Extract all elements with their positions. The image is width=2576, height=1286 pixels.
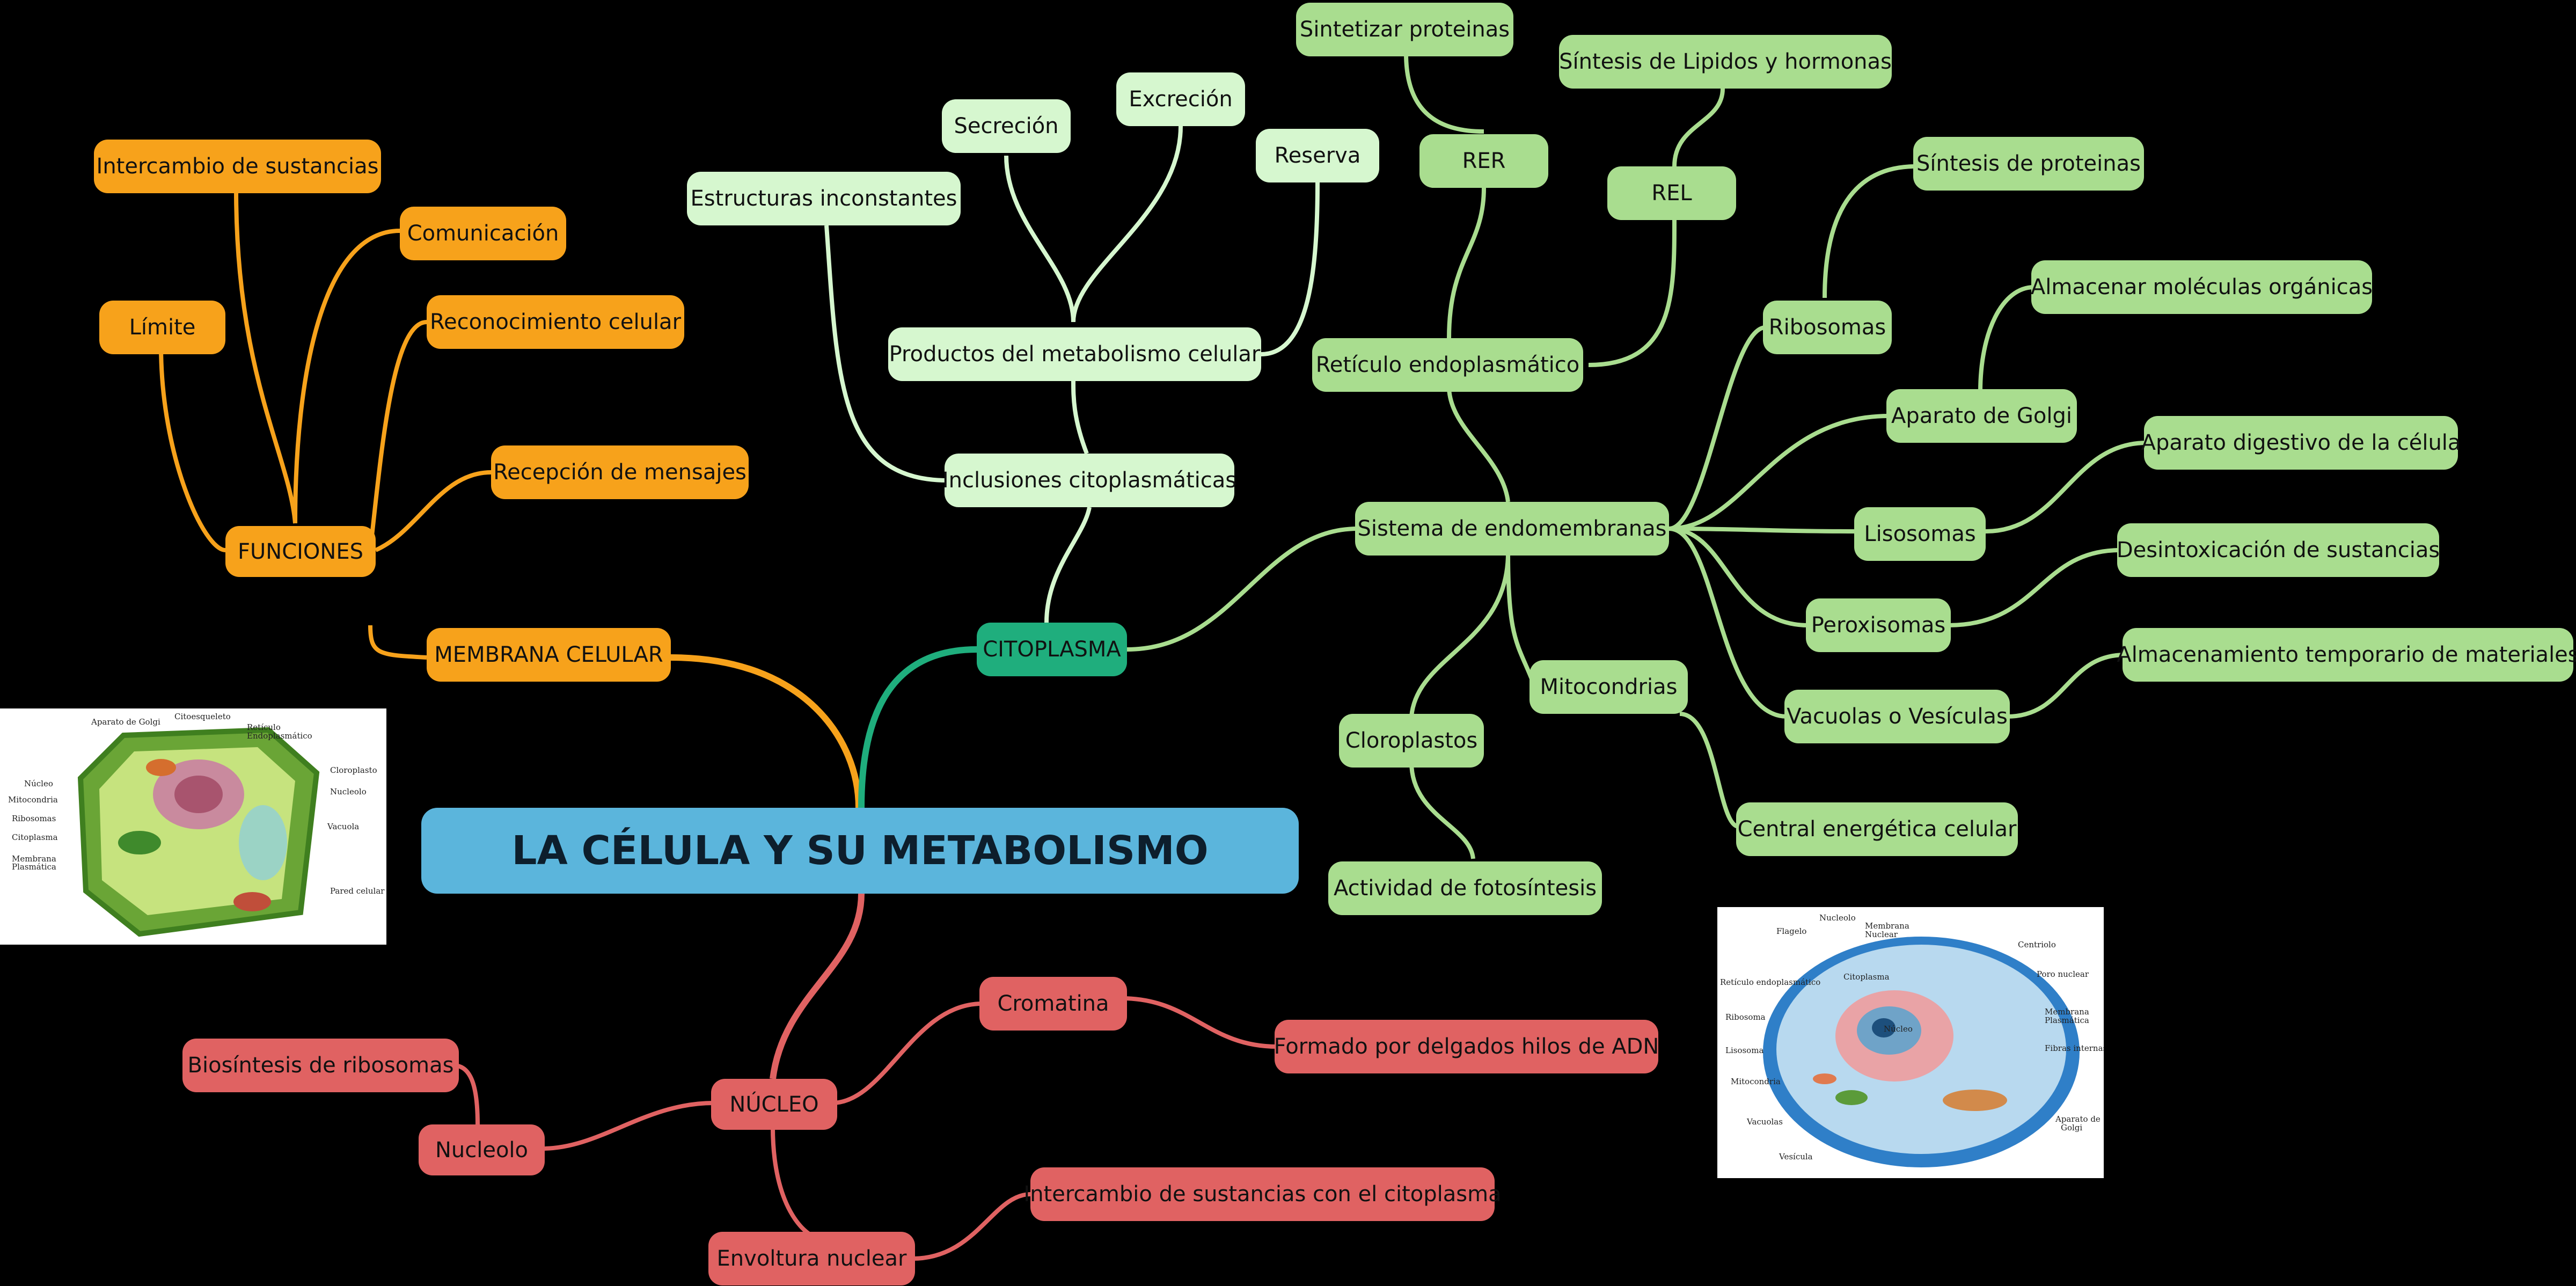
node-comunicacion[interactable]: Comunicación (400, 207, 566, 260)
node-almacenar-moleculas[interactable]: Almacenar moléculas orgánicas (2031, 260, 2373, 314)
svg-text:Retículo: Retículo (247, 722, 281, 732)
node-sintesis-proteinas[interactable]: Síntesis de proteinas (1913, 137, 2144, 191)
svg-text:Ribosoma: Ribosoma (1725, 1012, 1766, 1022)
node-limite[interactable]: Límite (99, 301, 225, 354)
node-peroxisomas[interactable]: Peroxisomas (1806, 598, 1951, 652)
node-intercambio-citoplasma[interactable]: Intercambio de sustancias con el citopla… (1023, 1167, 1502, 1221)
node-rel[interactable]: REL (1607, 166, 1736, 220)
node-envoltura-nuclear[interactable]: Envoltura nuclear (708, 1232, 915, 1285)
svg-text:Fibras internas: Fibras internas (2045, 1043, 2104, 1053)
svg-text:Nuclear: Nuclear (1865, 930, 1898, 939)
svg-text:Vacuola: Vacuola (327, 822, 359, 831)
node-secrecion[interactable]: Secreción (942, 99, 1071, 153)
svg-text:Plasmática: Plasmática (12, 862, 56, 872)
svg-text:Aparato de: Aparato de (2055, 1114, 2101, 1124)
connector-nucleo (770, 893, 865, 1079)
svg-text:Retículo endoplasmático: Retículo endoplasmático (1720, 977, 1820, 987)
svg-text:Flagelo: Flagelo (1776, 926, 1806, 936)
svg-text:Vacuolas: Vacuolas (1746, 1117, 1783, 1127)
node-almacenamiento-temporario[interactable]: Almacenamiento temporario de materiales (2117, 628, 2576, 682)
node-aparato-golgi[interactable]: Aparato de Golgi (1886, 389, 2077, 443)
node-formado-hilos-adn[interactable]: Formado por delgados hilos de ADN (1274, 1020, 1659, 1073)
svg-text:Golgi: Golgi (2061, 1123, 2082, 1132)
node-ribosomas[interactable]: Ribosomas (1763, 301, 1892, 354)
node-aparato-digestivo[interactable]: Aparato digestivo de la célula (2141, 416, 2461, 470)
node-actividad-fotosintesis[interactable]: Actividad de fotosíntesis (1328, 861, 1602, 915)
svg-text:Membrana: Membrana (12, 854, 56, 864)
svg-text:Citoesqueleto: Citoesqueleto (174, 712, 231, 721)
svg-text:Membrana: Membrana (1865, 921, 1909, 931)
node-intercambio-sustancias[interactable]: Intercambio de sustancias (94, 140, 381, 193)
svg-text:Poro nuclear: Poro nuclear (2037, 969, 2089, 979)
node-biosintesis-ribosomas[interactable]: Biosíntesis de ribosomas (182, 1039, 459, 1092)
svg-text:Cloroplasto: Cloroplasto (330, 765, 377, 775)
animal-cell-image: Nucleolo Flagelo Membrana Nuclear Centri… (1717, 907, 2104, 1178)
svg-text:Nucleolo: Nucleolo (1819, 913, 1856, 923)
node-cromatina[interactable]: Cromatina (979, 977, 1127, 1031)
svg-text:Membrana: Membrana (2045, 1007, 2089, 1017)
svg-text:Vesícula: Vesícula (1779, 1152, 1813, 1161)
svg-text:Endoplasmático: Endoplasmático (247, 731, 312, 741)
svg-text:Mitocondria: Mitocondria (1731, 1077, 1781, 1086)
node-reticulo-endoplasmatico[interactable]: Retículo endoplasmático (1312, 338, 1583, 392)
node-vacuolas-vesiculas[interactable]: Vacuolas o Vesículas (1784, 690, 2010, 743)
node-estructuras-inconstantes[interactable]: Estructuras inconstantes (687, 172, 961, 225)
node-desintoxicacion[interactable]: Desintoxicación de sustancias (2117, 523, 2440, 577)
svg-text:Aparato de Golgi: Aparato de Golgi (91, 717, 160, 727)
node-mitocondrias[interactable]: Mitocondrias (1529, 660, 1688, 714)
svg-text:Plasmática: Plasmática (2045, 1015, 2089, 1025)
connector-membrana (670, 654, 862, 808)
svg-text:Ribosomas: Ribosomas (12, 814, 56, 823)
node-rer[interactable]: RER (1419, 134, 1548, 188)
node-recepcion-mensajes[interactable]: Recepción de mensajes (491, 445, 749, 499)
node-sintetizar-proteinas[interactable]: Sintetizar proteinas (1296, 3, 1513, 56)
root-title[interactable]: LA CÉLULA Y SU METABOLISMO (421, 808, 1299, 894)
node-inclusiones-citoplasmaticas[interactable]: Inclusiones citoplasmáticas (942, 454, 1236, 507)
node-productos-metabolismo[interactable]: Productos del metabolismo celular (888, 327, 1261, 381)
node-nucleo[interactable]: NÚCLEO (711, 1079, 837, 1130)
svg-text:Pared celular: Pared celular (330, 886, 385, 896)
node-sistema-endomembranas[interactable]: Sistema de endomembranas (1355, 502, 1669, 556)
svg-text:Lisosoma: Lisosoma (1725, 1046, 1763, 1055)
node-reserva[interactable]: Reserva (1256, 129, 1379, 182)
connector-citoplasma (858, 646, 977, 808)
svg-text:Núcleo: Núcleo (1884, 1024, 1913, 1034)
node-sintesis-lipidos[interactable]: Síntesis de Lipidos y hormonas (1559, 35, 1892, 89)
node-lisosomas[interactable]: Lisosomas (1854, 507, 1986, 561)
node-funciones[interactable]: FUNCIONES (225, 526, 376, 577)
plant-cell-image: Aparato de Golgi Citoesqueleto Retículo … (0, 708, 386, 945)
svg-text:Centriolo: Centriolo (2018, 940, 2056, 949)
node-membrana-celular[interactable]: MEMBRANA CELULAR (427, 628, 671, 682)
svg-text:Citoplasma: Citoplasma (12, 832, 58, 842)
svg-text:Citoplasma: Citoplasma (1843, 972, 1890, 982)
svg-text:Núcleo: Núcleo (24, 779, 53, 788)
node-central-energetica[interactable]: Central energética celular (1736, 802, 2018, 856)
node-reconocimiento-celular[interactable]: Reconocimiento celular (427, 295, 684, 349)
svg-text:Nucleolo: Nucleolo (330, 787, 367, 797)
node-citoplasma[interactable]: CITOPLASMA (977, 623, 1127, 676)
node-cloroplastos[interactable]: Cloroplastos (1339, 714, 1484, 768)
node-excrecion[interactable]: Excreción (1116, 72, 1245, 126)
svg-text:Mitocondria: Mitocondria (8, 795, 58, 805)
node-nucleolo[interactable]: Nucleolo (419, 1124, 545, 1175)
